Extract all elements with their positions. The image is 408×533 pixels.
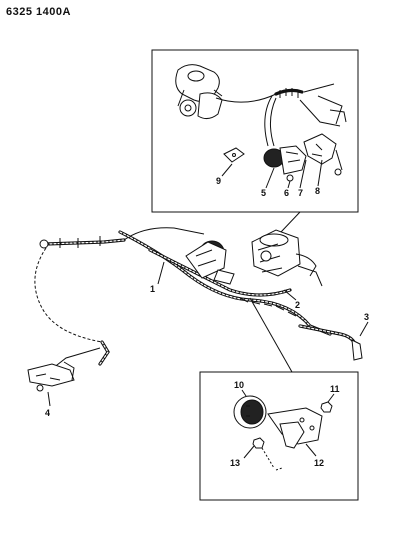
callout-8: 8 <box>315 186 320 196</box>
callout-2: 2 <box>295 300 300 310</box>
leader-6 <box>287 180 291 189</box>
leader-12 <box>305 443 317 457</box>
page-code: 6325 1400A <box>6 6 71 18</box>
callout-6: 6 <box>284 188 289 198</box>
callout-3: 3 <box>364 312 369 322</box>
leader-5 <box>265 167 275 189</box>
connector-lower <box>249 297 293 373</box>
lower-detail-assembly <box>233 395 333 471</box>
leader-10 <box>241 389 247 397</box>
callout-10: 10 <box>234 380 244 390</box>
upper-detail-frame <box>151 49 359 213</box>
lower-detail-frame <box>199 371 359 501</box>
leader-4 <box>47 391 51 407</box>
callout-5: 5 <box>261 188 266 198</box>
callout-12: 12 <box>314 458 324 468</box>
callout-11: 11 <box>330 384 340 394</box>
leader-8 <box>317 159 323 187</box>
callout-4: 4 <box>45 408 50 418</box>
callout-7: 7 <box>298 188 303 198</box>
leader-13 <box>243 445 255 459</box>
leader-11 <box>327 393 335 403</box>
main-assembly <box>27 227 363 392</box>
callout-1: 1 <box>150 284 155 294</box>
upper-detail-assembly <box>175 64 347 182</box>
leader-7 <box>299 159 307 189</box>
leader-9 <box>221 163 233 177</box>
callout-9: 9 <box>216 176 221 186</box>
leader-2 <box>283 289 297 301</box>
leader-1 <box>157 261 165 285</box>
callout-13: 13 <box>230 458 240 468</box>
leader-3 <box>359 321 369 337</box>
